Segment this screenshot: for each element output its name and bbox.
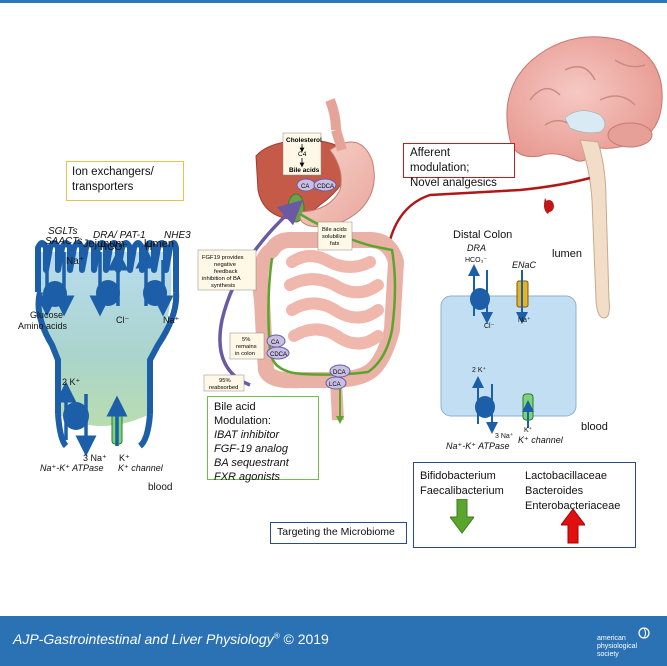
hco-label: HCO⁻	[100, 242, 128, 253]
colon-dra-label: DRA	[467, 243, 486, 253]
journal-name: AJP-Gastrointestinal and Liver Physiolog…	[13, 631, 274, 647]
ion-exchangers-line2: transporters	[72, 181, 134, 193]
bile-solubilize-note: Bile acids solubilize fats	[322, 227, 348, 247]
microbiome-box: Targeting the Microbiome	[270, 522, 407, 544]
afferent-nerve	[388, 176, 591, 241]
aps-logo-line1: american	[597, 635, 626, 642]
reabsorbed-note: 95% reabsorbed	[209, 378, 238, 391]
afferent-line1: Afferent modulation;	[410, 147, 470, 174]
colon-blood-label: blood	[581, 421, 608, 433]
na-label-bottom: Na⁺	[163, 315, 180, 325]
sglts-label: SGLTs	[48, 226, 77, 237]
copyright-text: © 2019	[279, 631, 329, 647]
bile-item-ibat: IBAT inhibitor	[214, 429, 280, 441]
bact-bifido: Bifidobacterium	[420, 470, 496, 482]
three-na-label: 3 Na⁺	[83, 453, 107, 463]
colon-three-na-label: 3 Na⁺	[495, 432, 514, 440]
bacteria-box: Bifidobacterium Faecalibacterium Lactoba…	[413, 462, 636, 548]
afferent-line2: Novel analgesics	[410, 177, 497, 189]
amino-label: Amino acids	[18, 321, 68, 331]
jejunum-labels: Jejunum lumen SGLTs SAACTs DRA/ PAT-1 HC…	[18, 226, 191, 493]
fgf19-note: FGF19 provides negative feedback inhibit…	[202, 255, 245, 289]
fgf19-feedback-arrow	[218, 199, 304, 387]
colon-two-k-label: 2 K⁺	[472, 366, 487, 374]
colon-lumen-label: lumen	[552, 248, 582, 260]
afferent-modulation-box: Afferent modulation; Novel analgesics	[403, 143, 515, 189]
enac-label: ENaC	[512, 260, 537, 270]
glucose-label: Glucose	[30, 310, 63, 320]
reabsorbed-box	[203, 374, 245, 392]
bile-item-sequestrant: BA sequestrant	[214, 457, 289, 469]
cdca-colon-label: CDCA	[270, 352, 287, 358]
ion-exchangers-line1: Ion exchangers/	[72, 166, 154, 178]
saacts-label: SAACTs	[45, 236, 82, 247]
na-label-top: Na⁺	[66, 256, 84, 267]
bile-modulation-title: Bile acid Modulation:	[214, 401, 271, 427]
cholesterol-label: Cholesterol	[286, 137, 322, 144]
footer-journal: AJP-Gastrointestinal and Liver Physiolog…	[13, 631, 329, 647]
remains-note: 5% remains in colon	[235, 337, 258, 357]
jejunum-lumen-label: lumen	[144, 238, 174, 250]
bact-entero: Enterobacteriaceae	[525, 500, 621, 512]
colon-k-channel-label: K⁺ channel	[518, 435, 564, 445]
bact-lacto: Lactobacillaceae	[525, 470, 607, 482]
microbiome-label: Targeting the Microbiome	[277, 526, 395, 538]
cdca-oval	[313, 178, 337, 192]
bile-solubilize-box	[317, 221, 353, 251]
aps-logo-line2: physiological	[597, 643, 638, 650]
fgf19-note-box	[197, 249, 257, 291]
lca-oval	[325, 376, 347, 390]
aps-logo-icon	[638, 627, 650, 639]
bile-acid-labels: Cholesterol C4 Bile acids CA CDCA FGF19 …	[197, 132, 353, 392]
colon-atpase-pump-icon	[475, 396, 495, 418]
remains-box	[229, 332, 265, 360]
aps-logo-line3: society	[597, 651, 619, 658]
registered-mark: ®	[273, 631, 280, 641]
cl-label: Cl⁻	[116, 315, 129, 325]
colon-hco3-label: HCO₃⁻	[465, 257, 487, 264]
jejunum-cell	[35, 240, 180, 449]
top-rule	[0, 0, 667, 3]
colon-atpase-label: Na⁺-K⁺ ATPase	[446, 441, 510, 451]
footer-bar: AJP-Gastrointestinal and Liver Physiolog…	[0, 616, 667, 666]
up-arrow-icon	[561, 509, 585, 544]
h-label: H⁺	[145, 242, 158, 253]
down-arrow-icon	[450, 499, 474, 534]
atpase-label: Na⁺-K⁺ ATPase	[40, 463, 104, 473]
dorsal-root-ganglion-icon	[544, 200, 554, 212]
colon-labels: Distal Colon DRA HCO₃⁻ ENaC lumen Cl⁻ Na…	[446, 229, 608, 451]
bile-item-fxr: FXR agonists	[214, 471, 281, 483]
two-k-label: 2 K⁺	[62, 377, 81, 387]
bact-faecali: Faecalibacterium	[420, 485, 504, 497]
jejunum-title: Jejunum	[83, 238, 125, 250]
cdca-label: CDCA	[317, 184, 334, 190]
ca-colon-label: CA	[271, 340, 279, 346]
nhe3-label: NHE3	[164, 230, 191, 241]
distal-colon-title: Distal Colon	[453, 229, 512, 241]
cdca-oval-colon	[266, 346, 290, 360]
bile-item-fgf19: FGF-19 analog	[214, 443, 288, 455]
colon-k-label: K⁺	[524, 426, 533, 434]
atpase-pump-icon	[63, 402, 89, 430]
k-label: K⁺	[119, 453, 130, 463]
bact-bacteroides: Bacteroides	[525, 485, 584, 497]
k-channel-label: K⁺ channel	[118, 463, 164, 473]
aps-logo: american physiological society	[597, 623, 650, 659]
bile-acids-label: Bile acids	[289, 167, 320, 174]
dra-pat-label: DRA/ PAT-1	[93, 230, 146, 241]
brain-illustration	[506, 36, 663, 319]
colon-na-label: Na⁺	[518, 316, 531, 324]
jejunum-transporters	[36, 247, 174, 457]
bile-acid-modulation-box: Bile acid Modulation: IBAT inhibitor FGF…	[207, 396, 319, 483]
ion-exchangers-box: Ion exchangers/ transporters	[66, 161, 184, 201]
ca-label: CA	[301, 184, 309, 190]
c4-label: C4	[298, 151, 307, 158]
jejunum-blood-label: blood	[148, 482, 172, 493]
colon-cell	[440, 264, 577, 434]
dca-label: DCA	[333, 370, 346, 376]
colon-cl-label: Cl⁻	[484, 323, 495, 330]
cholesterol-pathway-box	[282, 132, 322, 176]
lca-label: LCA	[329, 382, 341, 388]
